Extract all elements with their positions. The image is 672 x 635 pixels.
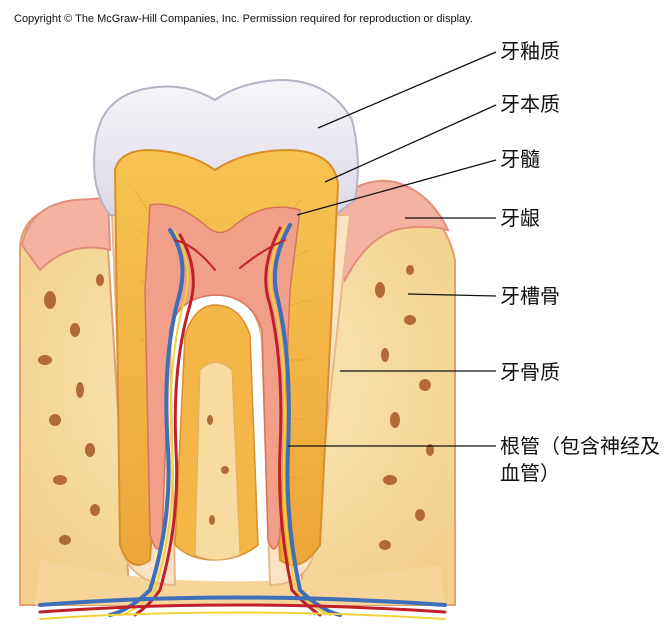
inner-bone [194, 362, 241, 561]
gingiva-right [323, 179, 450, 283]
label-dentin: 牙本质 [500, 92, 560, 116]
leader-alveolar [407, 293, 497, 297]
label-enamel: 牙釉质 [500, 39, 560, 63]
label-cementum: 牙骨质 [500, 360, 560, 384]
alveolar-bone-lower [35, 560, 445, 605]
label-alveolar-bone: 牙槽骨 [500, 284, 560, 308]
leader-dentin [324, 104, 497, 183]
label-pulp: 牙髓 [500, 147, 540, 171]
gingiva [20, 196, 112, 272]
blood-vessels-and-nerves [38, 223, 447, 620]
bone-pores [38, 265, 434, 550]
copyright-notice: Copyright © The McGraw-Hill Companies, I… [14, 13, 473, 25]
leader-enamel [317, 51, 497, 129]
label-root-canal: 根管（包含神经及血管） [500, 434, 660, 485]
label-gingiva: 牙龈 [500, 206, 540, 230]
leader-pulp [296, 159, 497, 216]
leader-lines [288, 51, 497, 447]
